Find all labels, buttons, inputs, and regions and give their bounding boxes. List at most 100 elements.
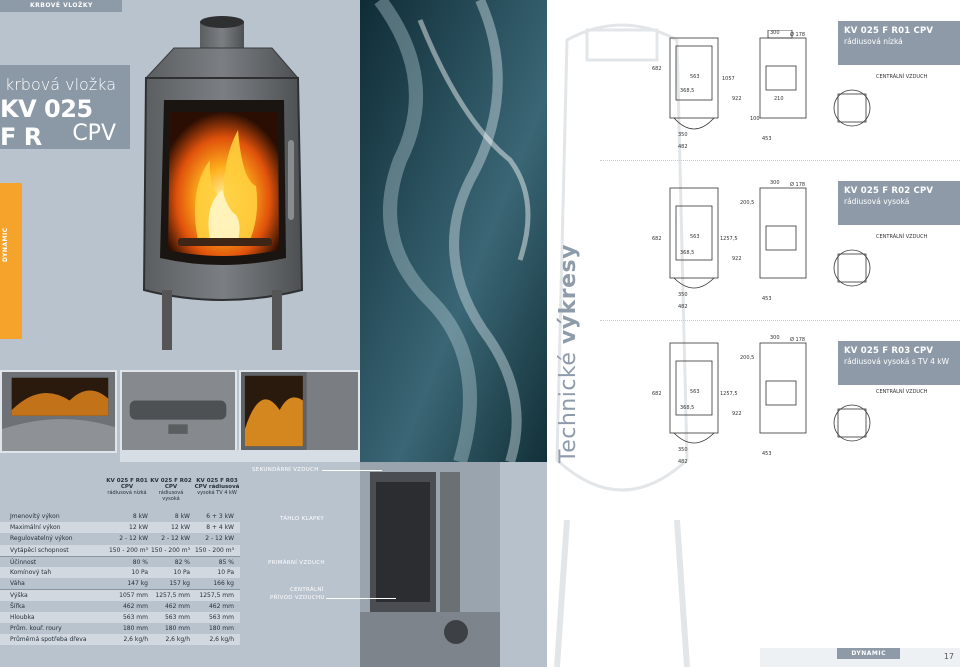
cell: 180 mm: [208, 624, 234, 632]
drawing-r02: 350 482 453 1257,5 922 682 563 368,5 Ø 1…: [652, 180, 928, 310]
row-label: Vytápěcí schopnost: [10, 546, 69, 554]
central-air-label: CENTRÁLNÍ VZDUCH: [876, 388, 928, 395]
cell: 2,6 kg/h: [123, 636, 148, 644]
dim-368: 368,5: [680, 88, 694, 94]
dim-300: 300: [770, 30, 780, 36]
central-air-label: CENTRÁLNÍ VZDUCH: [876, 73, 928, 80]
cell: 462 mm: [164, 602, 190, 610]
cutaway-illustration: [360, 462, 500, 667]
photo-strip-bar: [120, 450, 360, 462]
model-name: KV 025 F R01 CPV: [844, 26, 934, 36]
row-label: Průměrná spotřeba dřeva: [10, 636, 87, 644]
dim-300: 300: [770, 335, 780, 341]
specs-col-2: KV 025 F R02 CPV rádiusová vysoká: [150, 478, 192, 502]
cell: 10 Pa: [131, 568, 148, 576]
cell: 10 Pa: [217, 568, 234, 576]
dim-368: 368,5: [680, 405, 694, 411]
detail-photo-frame: [239, 370, 360, 453]
model-desc: rádiusová vysoká s TV 4 kW: [844, 357, 950, 366]
cell: 10 Pa: [173, 568, 190, 576]
model-tag-r03: KV 025 F R03 CPV rádiusová vysoká s TV 4…: [838, 341, 960, 385]
dim-350: 350: [678, 132, 688, 138]
row-label: Maximální výkon: [10, 524, 61, 532]
dim-178: Ø 178: [790, 181, 805, 188]
cell: 462 mm: [122, 602, 148, 610]
specs-col-1-name: KV 025 F R01: [106, 478, 148, 484]
model-tag-r01: KV 025 F R01 CPV rádiusová nízká: [838, 21, 960, 65]
callout-flap-rod: TÁHLO KLAPKY: [280, 516, 325, 522]
dim-200: 200,5: [740, 355, 754, 361]
row-label: Prům. kouř. roury: [10, 624, 62, 632]
cell: 150 - 200 m³: [150, 546, 190, 554]
cell: 180 mm: [164, 624, 190, 632]
dim-178: Ø 178: [790, 31, 805, 38]
cell: 150 - 200 m³: [108, 546, 148, 554]
divider: [600, 320, 960, 321]
cell: 180 mm: [122, 624, 148, 632]
page-number: 17: [943, 652, 954, 661]
row-label: Komínový tah: [10, 568, 52, 576]
dim-1257: 1257,5: [720, 391, 738, 397]
callout-primary-air: PRIMÁRNÍ VZDUCH: [268, 560, 325, 566]
cell: 150 - 200 m³: [194, 546, 234, 554]
model-desc: rádiusová nízká: [844, 37, 903, 46]
dim-350: 350: [678, 292, 688, 298]
specs-col-1: KV 025 F R01 CPV rádiusová nízká: [106, 478, 148, 496]
cell: 2 - 12 kW: [161, 535, 190, 543]
dim-178: Ø 178: [790, 336, 805, 343]
dim-682: 682: [652, 391, 662, 397]
dim-453: 453: [762, 296, 772, 302]
detail-photo-door: [0, 370, 117, 453]
drawing-r01: 350 482 453 1057 922 682 563 368,5 Ø 178…: [652, 30, 928, 150]
cell: 1257,5 mm: [155, 592, 190, 600]
specs-col-2-desc: rádiusová vysoká: [158, 490, 184, 502]
cell: 157 kg: [169, 580, 190, 588]
model-name: KV 025 F R03 CPV: [844, 346, 934, 356]
dim-100: 100: [750, 116, 760, 122]
dim-922: 922: [732, 256, 742, 262]
specs-col-2-name: KV 025 F R02: [150, 478, 192, 484]
model-tag-r02: KV 025 F R02 CPV rádiusová vysoká: [838, 181, 960, 225]
callout-line: [322, 470, 382, 471]
callout-central-air-2: PŘÍVOD VZDUCHU: [270, 595, 325, 601]
row-label: Regulovatelný výkon: [10, 535, 73, 543]
dim-482: 482: [678, 459, 688, 465]
callout-line: [326, 598, 396, 599]
cell: 2 - 12 kW: [119, 535, 148, 543]
divider: [600, 160, 960, 161]
dim-368: 368,5: [680, 250, 694, 256]
row-label: Jmenovitý výkon: [10, 513, 60, 520]
background-stove-sketch: [554, 23, 690, 667]
dim-1057: 1057: [722, 76, 735, 82]
dim-210: 210: [774, 96, 784, 102]
section-tag: KRBOVÉ VLOŽKY: [0, 0, 122, 12]
dim-200: 200,5: [740, 200, 754, 206]
row-label: Šířka: [10, 602, 25, 610]
technical-drawings-title: Technické výkresy: [556, 244, 581, 463]
side-tab: [0, 183, 22, 339]
specs-col-3: KV 025 F R03 CPV rádiusová vysoká TV 4 k…: [194, 478, 240, 496]
footer-brand: DYNAMIC: [837, 648, 900, 659]
cell: 12 kW: [171, 524, 190, 532]
cell: 147 kg: [127, 580, 148, 588]
specs-col-3-variant: CPV rádiusová: [194, 484, 240, 490]
specs-col-1-variant: CPV: [120, 484, 134, 490]
dim-1257: 1257,5: [720, 236, 738, 242]
cell: 2,6 kg/h: [165, 636, 190, 644]
dim-563: 563: [690, 234, 700, 240]
central-air-label: CENTRÁLNÍ VZDUCH: [876, 233, 928, 240]
dim-922: 922: [732, 96, 742, 102]
cell: 8 kW: [174, 513, 190, 520]
cell: 563 mm: [164, 613, 190, 621]
detail-photo-handle: [120, 370, 237, 453]
smoke-photo: [360, 0, 547, 462]
